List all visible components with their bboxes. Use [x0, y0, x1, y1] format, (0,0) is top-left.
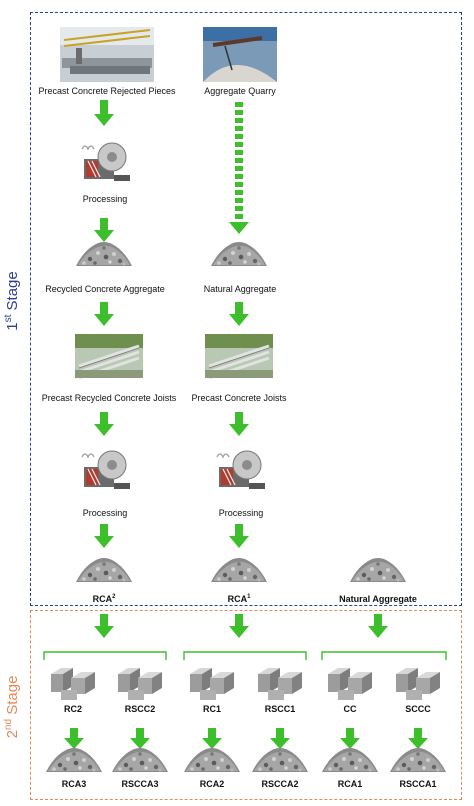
aggregate-pile-icon	[252, 748, 308, 772]
node-natural-aggregate-2: Natural Aggregate	[339, 594, 417, 604]
precast-rejected-photo	[60, 27, 154, 82]
arrow-icon	[408, 728, 428, 749]
arrow-icon	[94, 614, 114, 638]
arrow-icon	[202, 728, 222, 749]
node-natural-aggregate: Natural Aggregate	[203, 284, 277, 294]
mix-label: RC1	[202, 704, 221, 714]
crusher-icon	[81, 142, 131, 182]
aggregate-pile-icon	[76, 558, 132, 582]
arrow-icon	[368, 614, 388, 638]
output-label: RCA2	[199, 779, 225, 789]
stage2-box	[30, 610, 462, 800]
crusher-icon	[216, 450, 266, 490]
arrow-icon	[229, 614, 249, 638]
concrete-block-icon	[396, 668, 440, 700]
output-label: RSCCA1	[399, 779, 437, 789]
node-processing: Processing	[82, 508, 128, 518]
mix-label: RSCC1	[264, 704, 296, 714]
arrow-icon	[64, 728, 84, 749]
aggregate-pile-icon	[390, 748, 446, 772]
arrow-icon	[340, 728, 360, 749]
aggregate-pile-icon	[211, 242, 267, 266]
arrow-icon	[229, 524, 249, 548]
mix-label: RC2	[63, 704, 82, 714]
aggregate-pile-icon	[350, 558, 406, 582]
output-label: RSCCA2	[261, 779, 299, 789]
mix-label: CC	[343, 704, 357, 714]
group-brackets	[43, 651, 447, 660]
output-label: RSCCA3	[121, 779, 159, 789]
node-aggregate-quarry: Aggregate Quarry	[204, 86, 276, 96]
aggregate-pile-icon	[322, 748, 378, 772]
arrow-icon	[94, 302, 114, 326]
arrow-icon	[94, 412, 114, 436]
crusher-icon	[81, 450, 131, 490]
aggregate-pile-icon	[46, 748, 102, 772]
node-processing: Processing	[82, 194, 128, 204]
quarry-photo	[203, 27, 277, 82]
concrete-block-icon	[118, 668, 162, 700]
concrete-block-icon	[190, 668, 234, 700]
node-precast-rejected: Precast Concrete Rejected Pieces	[38, 86, 176, 96]
mix-label: RSCC2	[124, 704, 156, 714]
arrow-icon	[229, 412, 249, 436]
concrete-block-icon	[258, 668, 302, 700]
precast-recycled-joists-photo	[73, 332, 145, 380]
arrow-icon	[94, 218, 114, 242]
output-label: RCA3	[61, 779, 87, 789]
arrow-icon	[130, 728, 150, 749]
flow-arrows	[64, 100, 428, 749]
arrow-icon	[94, 100, 114, 126]
mix-label: SCCC	[405, 704, 431, 714]
concrete-block-icon	[51, 668, 95, 700]
precast-joists-photo	[203, 332, 275, 380]
arrow-icon	[94, 524, 114, 548]
dashed-arrow-icon	[229, 102, 249, 234]
node-recycled-aggregate: Recycled Concrete Aggregate	[45, 284, 165, 294]
aggregate-pile-icon	[112, 748, 168, 772]
aggregate-pile-icon	[211, 558, 267, 582]
arrow-icon	[270, 728, 290, 749]
concrete-block-icon	[328, 668, 372, 700]
node-rca2: RCA2	[92, 594, 116, 604]
node-precast-recycled-joists: Precast Recycled Concrete Joists	[41, 393, 177, 403]
output-label: RCA1	[337, 779, 363, 789]
node-processing: Processing	[218, 508, 264, 518]
stage1-box	[30, 12, 462, 606]
arrow-icon	[229, 302, 249, 326]
aggregate-pile-icon	[184, 748, 240, 772]
node-rca1: RCA1	[227, 594, 251, 604]
aggregate-pile-icon	[76, 242, 132, 266]
node-precast-joists: Precast Concrete Joists	[191, 393, 287, 403]
